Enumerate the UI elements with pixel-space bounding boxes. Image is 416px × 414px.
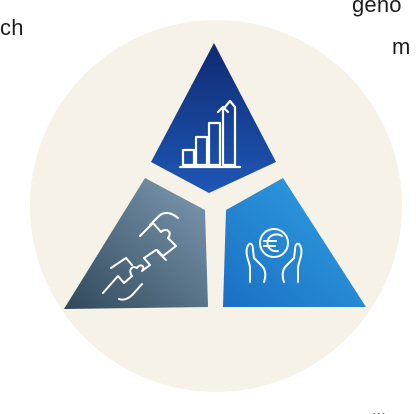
left-hand-icon bbox=[245, 242, 267, 283]
segment-bottom-right bbox=[223, 178, 366, 307]
text-fragment-right-top: geno bbox=[352, 0, 402, 17]
segment-bottom-left bbox=[64, 178, 208, 309]
puzzle-hands-icon bbox=[102, 211, 179, 301]
euro-sign-icon bbox=[263, 233, 283, 253]
top-triangle bbox=[151, 43, 276, 193]
right-triangle bbox=[223, 178, 366, 307]
euro-coin-hands-icon bbox=[245, 228, 303, 283]
coin-circle bbox=[259, 228, 289, 258]
growth-chart-icon bbox=[178, 99, 242, 169]
text-fragment-left: ch bbox=[0, 15, 24, 40]
segment-top bbox=[151, 43, 276, 193]
text-fragment-bottom-right: ... bbox=[372, 402, 386, 414]
left-triangle bbox=[64, 178, 208, 309]
right-hand-icon bbox=[281, 242, 303, 283]
text-fragment-right: m bbox=[392, 34, 411, 59]
